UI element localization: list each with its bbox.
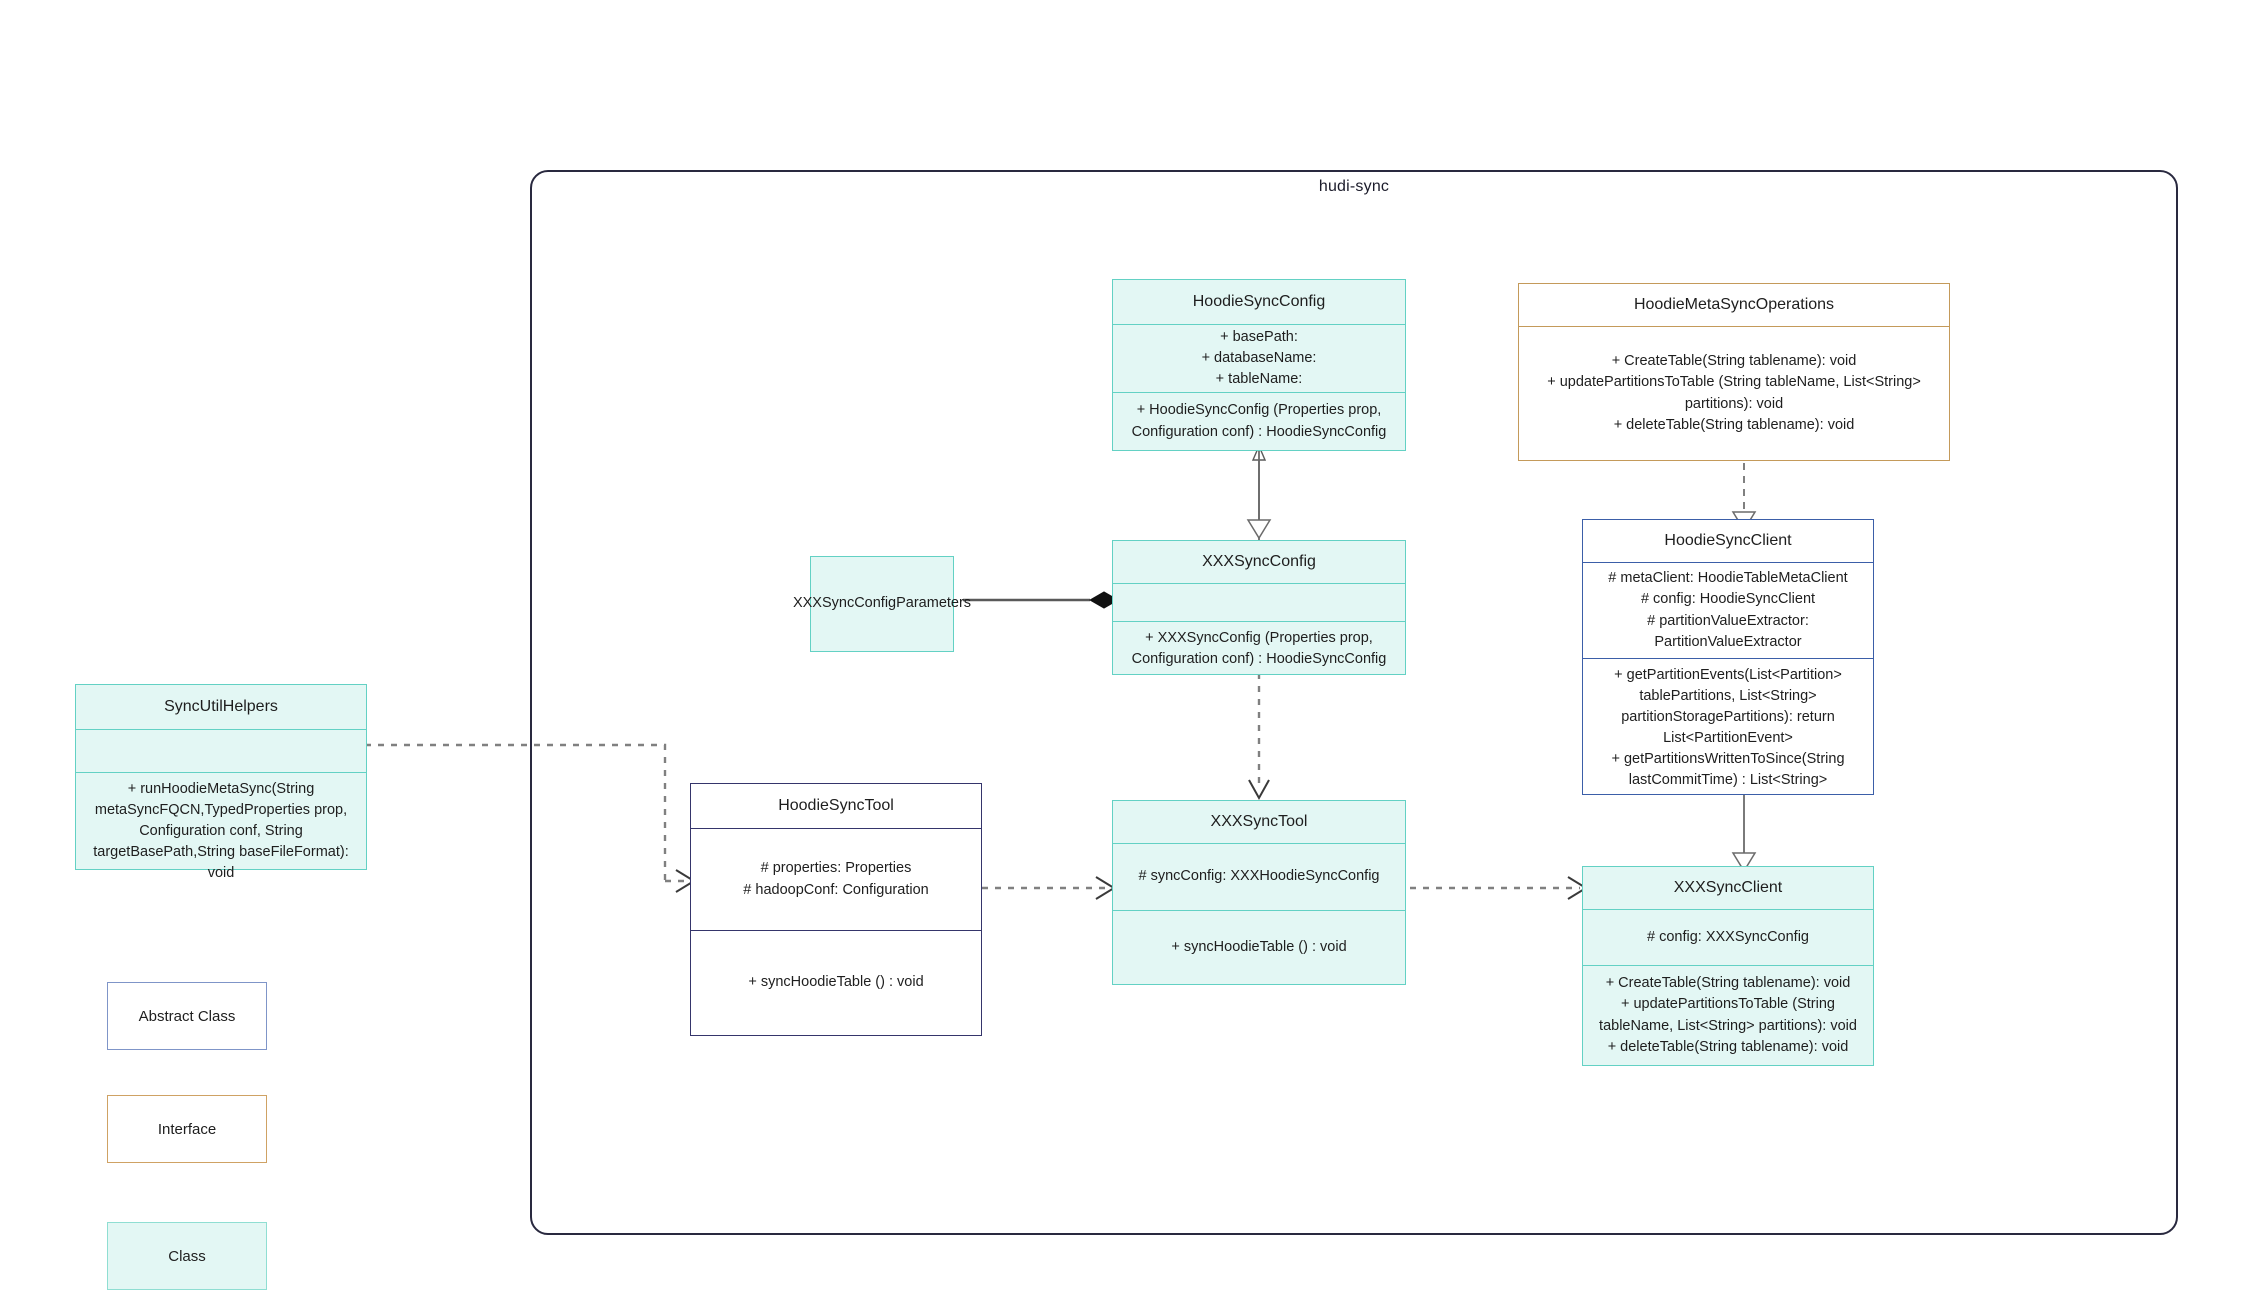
class-attributes-sync-util-helpers [76, 729, 366, 772]
class-attributes-xxx-sync-client: # config: XXXSyncConfig [1583, 909, 1873, 965]
package-hudi-sync [530, 170, 2178, 1235]
class-title-xxx-sync-tool: XXXSyncTool [1210, 813, 1308, 831]
class-title-hoodie-meta-sync-operations: HoodieMetaSyncOperations [1633, 296, 1835, 314]
class-attributes-xxx-sync-config [1113, 583, 1405, 621]
class-xxx-sync-client[interactable]: XXXSyncClient # config: XXXSyncConfig + … [1582, 866, 1874, 1066]
class-title-sync-util-helpers: SyncUtilHelpers [164, 698, 278, 716]
class-xxx-sync-config-parameters[interactable]: XXXSyncConfigParameters [792, 556, 972, 652]
class-attributes-hoodie-sync-client: # metaClient: HoodieTableMetaClient # co… [1583, 562, 1873, 658]
class-xxx-sync-config[interactable]: XXXSyncConfig + XXXSyncConfig (Propertie… [1112, 540, 1406, 675]
class-methods-xxx-sync-client: + CreateTable(String tablename): void + … [1583, 965, 1873, 1065]
class-title-hoodie-sync-client: HoodieSyncClient [1664, 532, 1792, 550]
class-attributes-hoodie-sync-tool: # properties: Properties # hadoopConf: C… [691, 828, 981, 930]
class-title-hoodie-sync-tool: HoodieSyncTool [778, 797, 894, 815]
class-methods-xxx-sync-tool: + syncHoodieTable () : void [1113, 910, 1405, 984]
class-title-xxx-sync-config-parameters: XXXSyncConfigParameters [792, 595, 972, 612]
legend-label-interface: Interface [157, 1120, 217, 1138]
class-attributes-hoodie-sync-config: + basePath: + databaseName: + tableName: [1113, 324, 1405, 392]
legend-class: Class [107, 1222, 267, 1290]
class-methods-hoodie-meta-sync-operations: + CreateTable(String tablename): void + … [1519, 326, 1949, 460]
legend-label-abstract-class: Abstract Class [138, 1007, 236, 1025]
class-xxx-sync-tool[interactable]: XXXSyncTool # syncConfig: XXXHoodieSyncC… [1112, 800, 1406, 985]
class-hoodie-sync-tool[interactable]: HoodieSyncTool # properties: Properties … [690, 783, 982, 1036]
class-sync-util-helpers[interactable]: SyncUtilHelpers + runHoodieMetaSync(Stri… [75, 684, 367, 881]
legend-interface: Interface [107, 1095, 267, 1163]
class-attributes-xxx-sync-tool: # syncConfig: XXXHoodieSyncConfig [1113, 843, 1405, 910]
class-methods-hoodie-sync-client: + getPartitionEvents(List<Partition> tab… [1583, 658, 1873, 797]
class-hoodie-sync-config[interactable]: HoodieSyncConfig + basePath: + databaseN… [1112, 279, 1406, 451]
legend-label-class: Class [168, 1247, 206, 1265]
class-methods-sync-util-helpers: + runHoodieMetaSync(String metaSyncFQCN,… [76, 772, 366, 890]
class-title-hoodie-sync-config: HoodieSyncConfig [1192, 293, 1326, 311]
legend-abstract-class: Abstract Class [107, 982, 267, 1050]
package-title: hudi-sync [1318, 178, 1390, 195]
class-title-xxx-sync-config: XXXSyncConfig [1202, 553, 1316, 571]
class-methods-hoodie-sync-config: + HoodieSyncConfig (Properties prop, Con… [1113, 392, 1405, 450]
class-methods-xxx-sync-config: + XXXSyncConfig (Properties prop, Config… [1113, 621, 1405, 676]
class-title-xxx-sync-client: XXXSyncClient [1673, 879, 1783, 897]
class-hoodie-meta-sync-operations[interactable]: HoodieMetaSyncOperations + CreateTable(S… [1518, 283, 1950, 461]
class-hoodie-sync-client[interactable]: HoodieSyncClient # metaClient: HoodieTab… [1582, 519, 1874, 795]
class-methods-hoodie-sync-tool: + syncHoodieTable () : void [691, 930, 981, 1035]
